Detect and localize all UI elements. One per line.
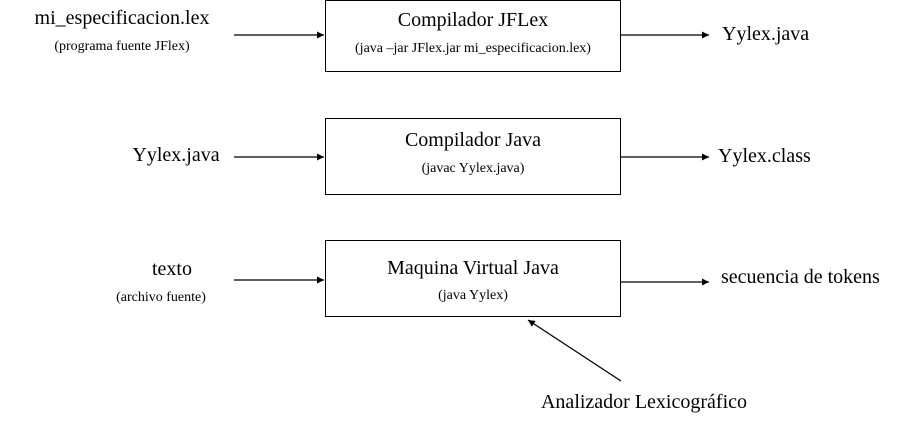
box-java-vm: Maquina Virtual Java (java Yylex) bbox=[325, 240, 621, 317]
input-texto: texto bbox=[152, 258, 192, 280]
arrow-analyzer-to-jvm bbox=[527, 319, 622, 382]
input-spec-file: mi_especificacion.lex bbox=[34, 7, 210, 29]
box-java-compiler: Compilador Java (javac Yylex.java) bbox=[325, 118, 621, 195]
box-java-title: Compilador Java bbox=[404, 129, 542, 151]
box-jvm-command: (java Yylex) bbox=[438, 288, 508, 303]
box-java-command: (javac Yylex.java) bbox=[421, 161, 525, 176]
box-jflex-command: (java –jar JFlex.jar mi_especificacion.l… bbox=[355, 41, 591, 56]
box-jflex-compiler: Compilador JFLex (java –jar JFlex.jar mi… bbox=[325, 0, 621, 72]
box-jvm-title: Maquina Virtual Java bbox=[387, 257, 559, 279]
input-texto-note: (archivo fuente) bbox=[116, 290, 206, 305]
input-spec-note: (programa fuente JFlex) bbox=[54, 39, 190, 54]
output-yylex-class: Yylex.class bbox=[718, 145, 811, 167]
box-jflex-title: Compilador JFLex bbox=[397, 9, 549, 31]
output-yylex-java: Yylex.java bbox=[722, 23, 810, 45]
input-yylex-java: Yylex.java bbox=[132, 144, 220, 166]
output-token-sequence: secuencia de tokens bbox=[721, 266, 880, 288]
feeder-lexical-analyzer: Analizador Lexicográfico bbox=[540, 391, 748, 413]
